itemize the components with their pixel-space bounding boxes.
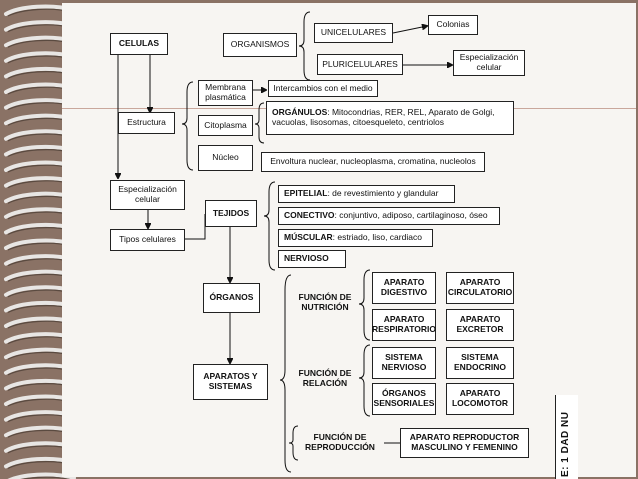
especializacion-celular-box: Especialización celular bbox=[110, 180, 185, 210]
organos-sensoriales-box: ÓRGANOS SENSORIALES bbox=[372, 383, 436, 415]
unicelulares-box: UNICELULARES bbox=[314, 23, 393, 43]
aparato-locomotor-box: APARATO LOCOMOTOR bbox=[446, 383, 514, 415]
sistema-endocrino-box: SISTEMA ENDOCRINO bbox=[446, 347, 514, 379]
membrana-box: Membrana plasmática bbox=[198, 80, 253, 106]
tipos-celulares-box: Tipos celulares bbox=[110, 229, 185, 251]
funcion-relacion-box: FUNCIÓN DE RELACIÓN bbox=[298, 368, 352, 388]
organismos-box: ORGANISMOS bbox=[223, 33, 297, 57]
celulas-box: CELULAS bbox=[110, 33, 168, 55]
aparato-respiratorio-box: APARATO RESPIRATORIO bbox=[372, 309, 436, 341]
citoplasma-box: Citoplasma bbox=[198, 115, 253, 136]
conectivo-box: CONECTIVO: conjuntivo, adiposo, cartilag… bbox=[278, 207, 500, 225]
envoltura-box: Envoltura nuclear, nucleoplasma, cromati… bbox=[261, 152, 485, 172]
epitelial-box: EPITELIAL: de revestimiento y glandular bbox=[278, 185, 455, 203]
aparatos-sistemas-box: APARATOS Y SISTEMAS bbox=[193, 364, 268, 400]
especializacion-celular-top-box: Especialización celular bbox=[453, 50, 525, 76]
organos-box: ÓRGANOS bbox=[203, 283, 260, 313]
sistema-nervioso-box: SISTEMA NERVIOSO bbox=[372, 347, 436, 379]
colonias-box: Colonias bbox=[428, 15, 478, 35]
side-label: E: 1 DAD NU bbox=[560, 411, 571, 477]
aparato-circulatorio-box: APARATO CIRCULATORIO bbox=[446, 272, 514, 304]
muscular-box: MÚSCULAR: estriado, liso, cardiaco bbox=[278, 229, 433, 247]
aparato-digestivo-box: APARATO DIGESTIVO bbox=[372, 272, 436, 304]
nervioso-box: NERVIOSO bbox=[278, 250, 346, 268]
side-tab bbox=[555, 395, 578, 479]
pluricelulares-box: PLURICELULARES bbox=[317, 54, 403, 75]
aparato-reproductor-box: APARATO REPRODUCTOR MASCULINO Y FEMENINO bbox=[400, 428, 529, 458]
organulos-box: ORGÁNULOS: Mitocondrias, RER, REL, Apara… bbox=[266, 101, 514, 135]
funcion-reproduccion-box: FUNCIÓN DE REPRODUCCIÓN bbox=[305, 432, 375, 452]
estructura-box: Estructura bbox=[118, 112, 175, 134]
nucleo-box: Núcleo bbox=[198, 145, 253, 171]
aparato-excretor-box: APARATO EXCRETOR bbox=[446, 309, 514, 341]
intercambios-box: Intercambios con el medio bbox=[268, 80, 378, 97]
funcion-nutricion-box: FUNCIÓN DE NUTRICIÓN bbox=[298, 292, 352, 312]
tejidos-box: TEJIDOS bbox=[205, 200, 257, 227]
